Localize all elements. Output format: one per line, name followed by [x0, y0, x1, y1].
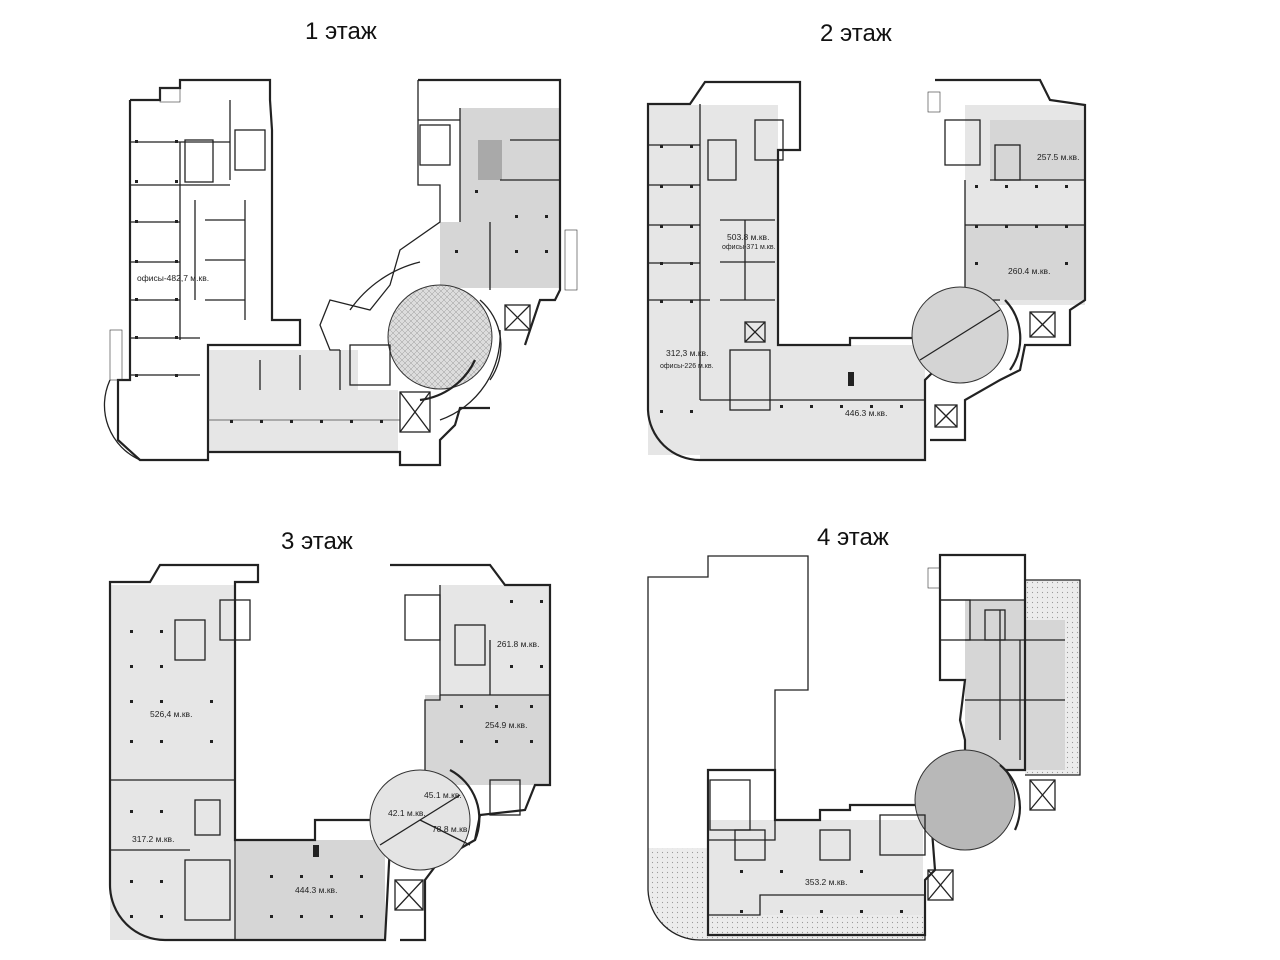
floor-3-area-d: 45.1 м.кв.	[424, 790, 462, 800]
floor-4-plan: 353.2 м.кв.	[647, 553, 1081, 941]
floor-3-area-a: 261.8 м.кв.	[497, 639, 539, 649]
floor-2-area-d: 312,3 м.кв.	[666, 348, 708, 358]
floor-3-area-b: 526,4 м.кв.	[150, 709, 192, 719]
floor-2-area-c: 260.4 м.кв.	[1008, 266, 1050, 276]
floor-3-area-c: 254.9 м.кв.	[485, 720, 527, 730]
floor-2-area-a: 257.5 м.кв.	[1037, 152, 1079, 162]
floor-3-area-f: 78.8 м.кв.	[432, 824, 470, 834]
floor-2-area-d-offices: офисы-226 м.кв.	[660, 363, 714, 370]
floor-3-title: 3 этаж	[281, 528, 353, 555]
floor-3-area-h: 444.3 м.кв.	[295, 885, 337, 895]
floor-1-area-offices: офисы-482,7 м.кв.	[137, 273, 209, 283]
floor-2-plan: 257.5 м.кв. 503.8 м.кв. офисы-371 м.кв. …	[646, 78, 1087, 462]
floor-2-area-e: 446.3 м.кв.	[845, 408, 887, 418]
floor-1-plan: офисы-482,7 м.кв.	[103, 78, 578, 467]
floor-2-area-b-offices: офисы-371 м.кв.	[722, 244, 776, 251]
floor-3-area-g: 317.2 м.кв.	[132, 834, 174, 844]
floor-2-title: 2 этаж	[820, 20, 892, 47]
floor-3-area-e: 42.1 м.кв.	[388, 808, 426, 818]
floor-4-title: 4 этаж	[817, 524, 889, 551]
floor-4-area-a: 353.2 м.кв.	[805, 877, 847, 887]
floor-2-area-b: 503.8 м.кв.	[727, 232, 769, 242]
floor-3-plan: 261.8 м.кв. 526,4 м.кв. 254.9 м.кв. 45.1…	[108, 563, 552, 942]
floor-1-title: 1 этаж	[305, 18, 377, 45]
